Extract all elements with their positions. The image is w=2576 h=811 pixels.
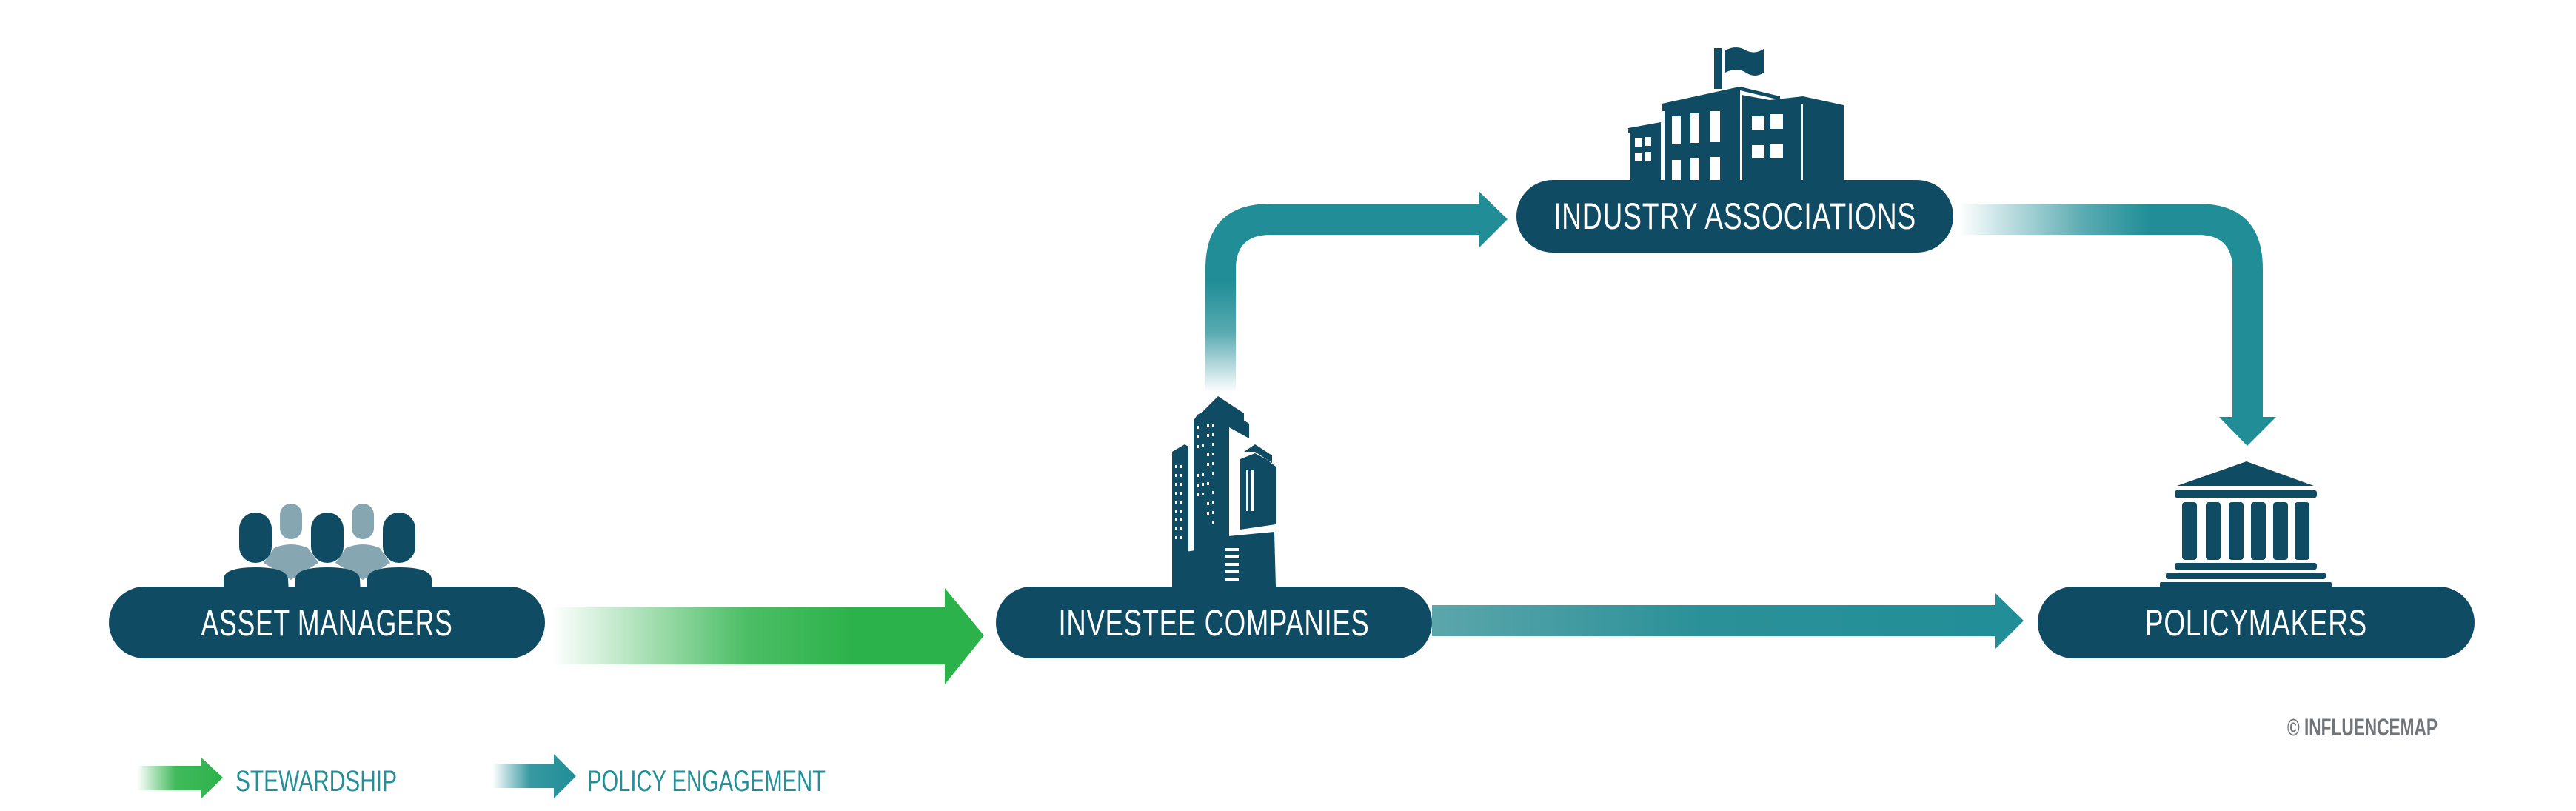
policy-arrow-shaft [1432, 593, 2024, 649]
node-pill [109, 587, 545, 658]
legend-item-policy-engagement: POLICY ENGAGEMENT [492, 754, 826, 798]
office-building-flag-icon [1628, 47, 1844, 180]
legend-label: STEWARDSHIP [235, 765, 397, 798]
node-policymakers[interactable]: POLICYMAKERS [2038, 461, 2475, 658]
legend-item-stewardship: STEWARDSHIP [137, 758, 397, 798]
node-industry-associations[interactable]: INDUSTRY ASSOCIATIONS [1516, 47, 1953, 253]
office-building-windows [1635, 94, 1803, 180]
policy-arrow-elbow-down [1958, 204, 2276, 446]
copyright-text: © INFLUENCEMAP [2287, 714, 2438, 741]
node-label: ASSET MANAGERS [201, 602, 453, 644]
stewardship-arrow-shaft [552, 588, 984, 684]
government-building-icon [2160, 461, 2332, 588]
policy-arrow-industry-to-policymakers [1958, 204, 2276, 446]
teal-arrow-icon [492, 754, 576, 798]
policy-arrow-elbow-up [1205, 192, 1508, 393]
node-investee-companies[interactable]: INVESTEE COMPANIES [996, 396, 1432, 658]
policy-arrow-investee-to-industry [1205, 192, 1508, 393]
node-pill [996, 587, 1432, 658]
node-asset-managers[interactable]: ASSET MANAGERS [109, 504, 545, 658]
policy-arrow-investee-to-policymakers [1432, 593, 2024, 649]
legend-label: POLICY ENGAGEMENT [587, 765, 826, 798]
node-pill [1516, 180, 1953, 253]
skyscraper-icon [1172, 396, 1276, 593]
node-label: INVESTEE COMPANIES [1059, 602, 1370, 644]
node-label: POLICYMAKERS [2145, 602, 2367, 644]
node-label: INDUSTRY ASSOCIATIONS [1553, 196, 1916, 237]
stewardship-arrow [552, 588, 984, 684]
people-group-icon [224, 504, 432, 593]
green-arrow-icon [137, 758, 223, 798]
legend: STEWARDSHIP POLICY ENGAGEMENT [137, 754, 826, 798]
skyscraper-windows [1175, 424, 1254, 581]
node-pill [2038, 587, 2475, 658]
